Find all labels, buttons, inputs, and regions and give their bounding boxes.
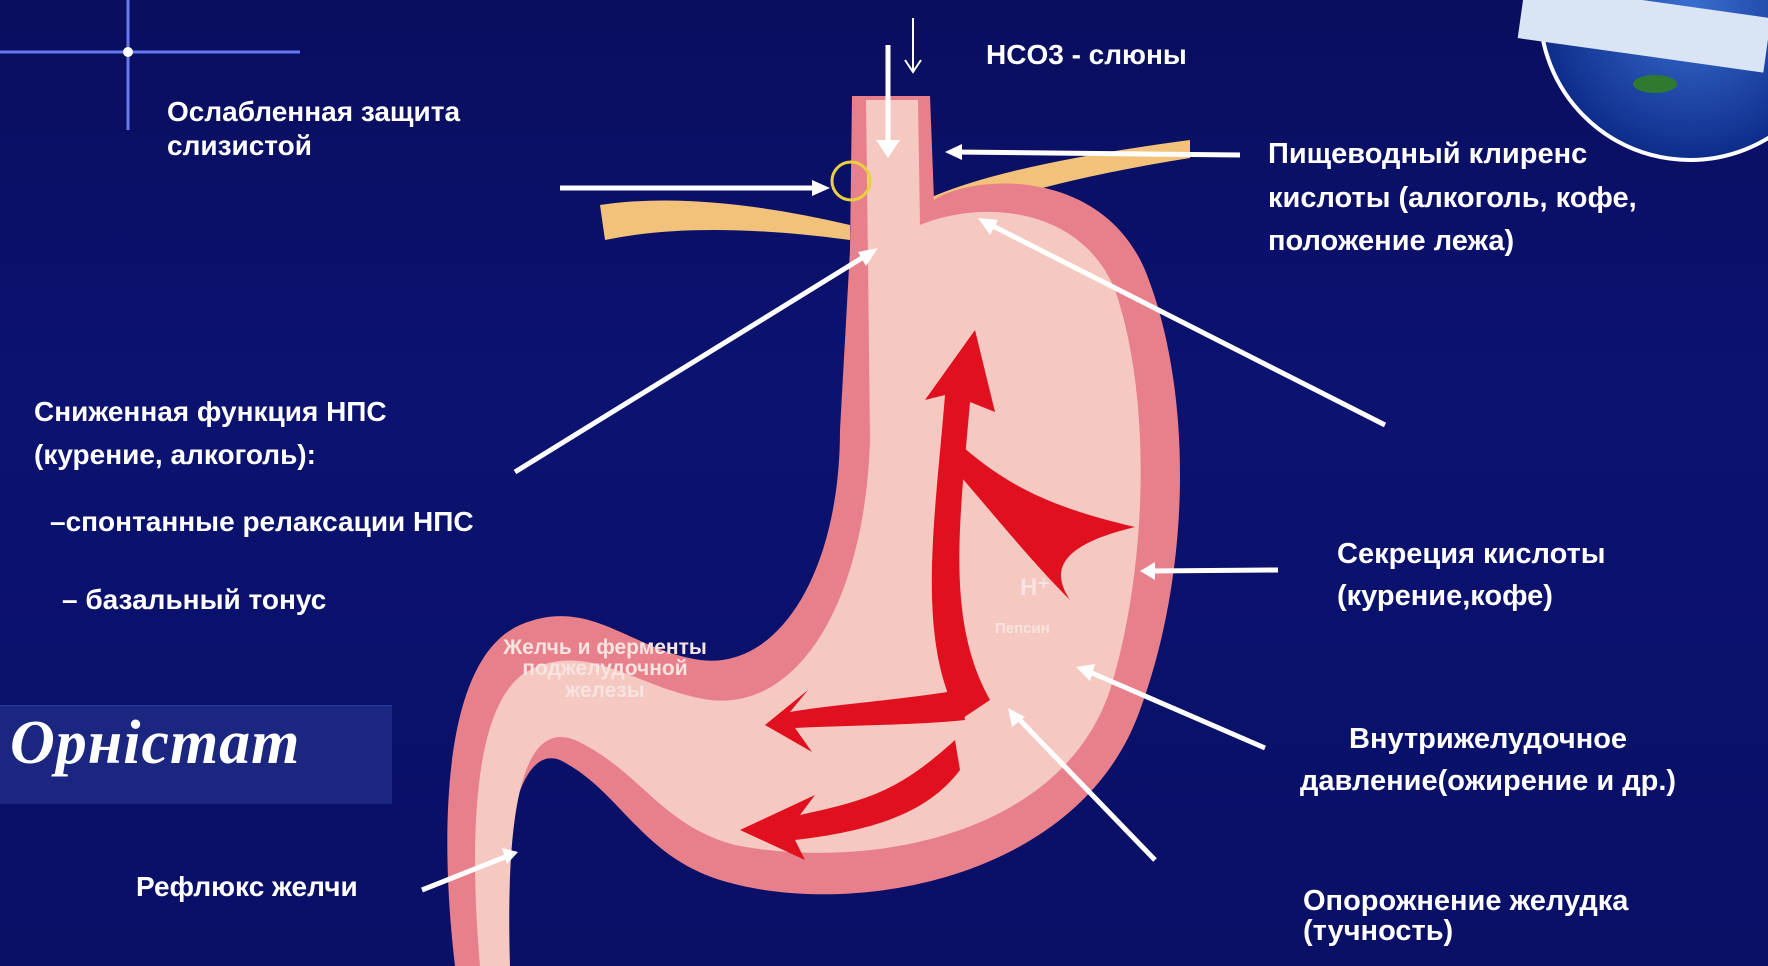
arrow-acid <box>1150 570 1278 571</box>
label-les-tone: – базальный тонус <box>62 583 326 617</box>
label-pressure-line2: давление(ожирение и др.) <box>1300 760 1676 802</box>
label-mucosal-defense-line2: слизистой <box>167 129 460 163</box>
label-esophageal-clearance: Пищеводный клиренс кислоты (алкоголь, ко… <box>1268 133 1637 264</box>
label-les-line1: Сниженная функция НПС <box>34 390 387 433</box>
label-emptying-line2: (тучность) <box>1303 916 1628 946</box>
label-pressure-line1: Внутрижелудочное <box>1300 718 1676 760</box>
label-emptying-line1: Опорожнение желудка <box>1303 886 1628 916</box>
brand-name: Орністат <box>10 708 300 779</box>
label-les-line2: (курение, алкоголь): <box>34 433 387 476</box>
label-intragastric-pressure: Внутрижелудочное давление(ожирение и др.… <box>1300 718 1676 802</box>
label-bile-enzymes-line4: железы <box>565 679 644 702</box>
arrow-clearance <box>955 152 1240 155</box>
label-bile-enzymes-line2: ферменты <box>596 636 706 659</box>
label-acid-line1: Секреция кислоты <box>1337 533 1606 575</box>
label-bile-enzymes-line1: Желчь и <box>503 636 590 659</box>
label-saliva: HCO3 - слюны <box>986 38 1187 72</box>
label-clearance-line3: положение лежа) <box>1268 220 1637 264</box>
label-clearance-line2: кислоты (алкоголь, кофе, <box>1268 177 1637 221</box>
label-bile-enzymes-line3: поджелудочной <box>522 657 687 680</box>
label-les-function: Сниженная функция НПС (курение, алкоголь… <box>34 390 387 477</box>
label-acid-line2: (курение,кофе) <box>1337 575 1606 617</box>
label-bile-reflux: Рефлюкс желчи <box>136 870 358 904</box>
label-les-relaxation: –спонтанные релаксации НПС <box>50 505 474 539</box>
diaphragm-left <box>600 201 850 241</box>
label-bile-enzymes: Желчь и ферменты поджелудочной железы <box>480 637 730 701</box>
label-mucosal-defense-line1: Ослабленная защита <box>167 95 460 129</box>
arrow-down-small <box>905 18 921 72</box>
label-h-ion: H⁺ <box>1020 576 1050 600</box>
label-clearance-line1: Пищеводный клиренс <box>1268 133 1637 177</box>
arrow-les <box>515 253 870 472</box>
label-mucosal-defense: Ослабленная защита слизистой <box>167 95 460 162</box>
label-acid-secretion: Секреция кислоты (курение,кофе) <box>1337 533 1606 617</box>
label-gastric-emptying: Опорожнение желудка (тучность) <box>1303 886 1628 947</box>
label-pepsin: Пепсин <box>995 621 1050 636</box>
